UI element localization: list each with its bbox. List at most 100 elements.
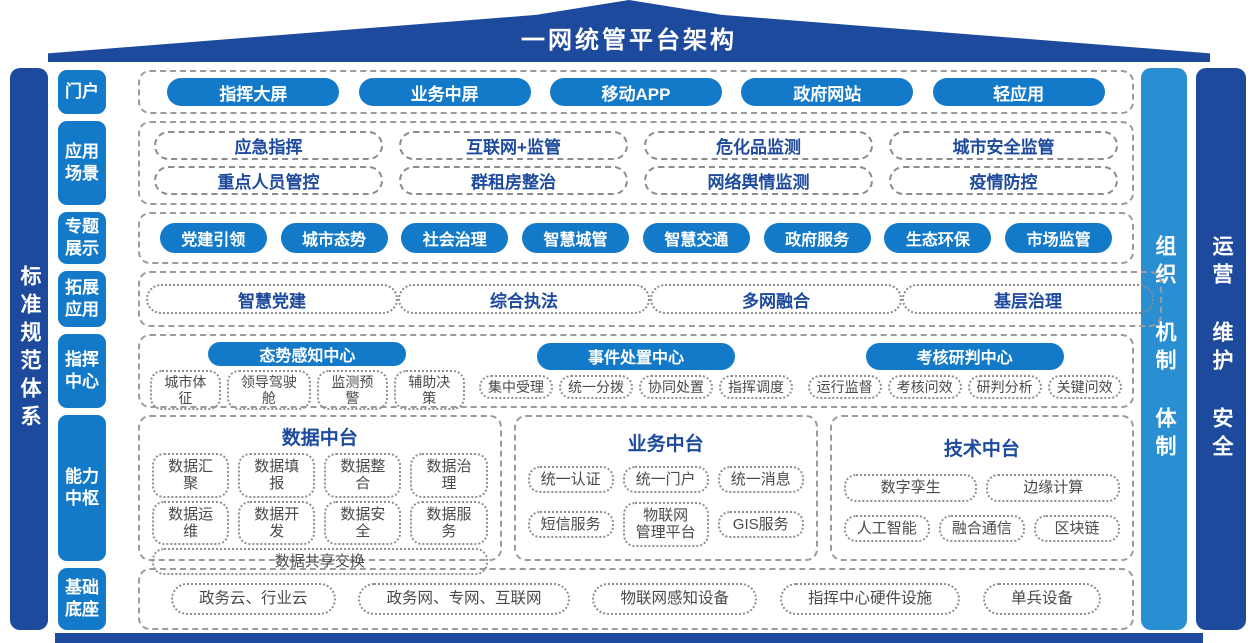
expand-body: 智慧党建综合执法多网融合基层治理 (138, 271, 1162, 327)
hub-item-pill: 数据共享交换 (152, 548, 488, 576)
command-item-pill: 关键问效 (1047, 374, 1122, 400)
row-label-base: 基础 底座 (58, 568, 106, 630)
hub-item-pill: 数据汇聚 (152, 453, 230, 498)
command-item-pill: 研判分析 (967, 374, 1042, 400)
command-center-items: 运行监督考核问效研判分析关键问效 (807, 374, 1122, 400)
platform-header: 业务中台 (627, 434, 704, 456)
topic-pill: 智慧交通 (642, 223, 750, 253)
base-item-pill: 单兵设备 (982, 583, 1101, 615)
command-item-pill: 集中受理 (479, 374, 553, 400)
scene-pill: 群租房整治 (399, 166, 628, 195)
scene-pill: 城市安全监管 (889, 131, 1118, 160)
command-center-header: 考核研判中心 (865, 342, 1064, 370)
hub-item-pill: 物联网 管理平台 (622, 502, 709, 547)
platform-box: 数据中台数据汇聚数据填报数据整合数据治理数据运维数据开发数据安全数据服务数据共享… (138, 415, 502, 576)
command-center-group: 态势感知中心城市体征领导驾驶舱监测预警辅助决策 (150, 342, 465, 411)
topic-pill: 党建引领 (159, 223, 267, 253)
hub-item-pill: 数据安全 (324, 500, 402, 545)
hub-item-pill: 边缘计算 (986, 474, 1121, 502)
expand-pill: 智慧党建 (146, 284, 398, 314)
hub-item-pill: 人工智能 (843, 515, 930, 543)
hub-item-pill: 数据运维 (152, 500, 230, 545)
platform-header: 技术中台 (943, 438, 1020, 460)
base-item-pill: 政务云、行业云 (170, 583, 336, 615)
row-label-scenes: 应用 场景 (58, 121, 106, 205)
portal-pill: 移动APP (549, 78, 722, 106)
row-capability-hub: 能力 中枢 数据中台数据汇聚数据填报数据整合数据治理数据运维数据开发数据安全数据… (58, 415, 1134, 576)
hub-item-pill: 短信服务 (527, 510, 614, 539)
scene-pill: 危化品监测 (644, 131, 873, 160)
command-body: 态势感知中心城市体征领导驾驶舱监测预警辅助决策事件处置中心集中受理统一分拨协同处… (138, 334, 1134, 411)
command-center-group: 考核研判中心运行监督考核问效研判分析关键问效 (807, 342, 1122, 400)
scene-pill: 网络舆情监测 (644, 166, 873, 195)
topic-pill: 生态环保 (884, 223, 992, 253)
command-item-pill: 辅助决策 (393, 370, 465, 411)
row-label-hub: 能力 中枢 (58, 415, 106, 561)
right-bar-operation: 运营 维护 安全 (1196, 68, 1246, 630)
left-bar-standards: 标准规范体系 (10, 68, 48, 630)
portal-pill: 轻应用 (932, 78, 1105, 106)
platform-row: 数据汇聚数据填报数据整合数据治理 (152, 453, 488, 498)
row-label-topics: 专题 展示 (58, 212, 106, 264)
row-infrastructure-base: 基础 底座 政务云、行业云政务网、专网、互联网物联网感知设备指挥中心硬件设施单兵… (58, 568, 1134, 630)
platform-row: 统一认证统一门户统一消息 (527, 465, 804, 493)
hub-item-pill: 数据整合 (324, 453, 402, 498)
command-item-pill: 领导驾驶舱 (226, 370, 311, 411)
scene-pill: 疫情防控 (889, 166, 1118, 195)
row-label-expand: 拓展 应用 (58, 271, 106, 327)
topic-pill: 智慧城管 (522, 223, 630, 253)
roof-banner: 一网统管平台架构 (48, 0, 1210, 62)
platform-row: 数据共享交换 (152, 548, 488, 576)
topic-pill: 政府服务 (763, 223, 871, 253)
hub-item-pill: 统一门户 (622, 465, 709, 493)
portal-pill: 业务中屏 (358, 78, 531, 106)
bottom-base-bar (55, 633, 1203, 643)
base-item-pill: 指挥中心硬件设施 (779, 583, 960, 615)
command-item-pill: 统一分拨 (559, 374, 633, 400)
topic-pill: 社会治理 (401, 223, 509, 253)
expand-pill: 基层治理 (902, 284, 1154, 314)
scene-pill: 应急指挥 (154, 131, 383, 160)
row-label-portal: 门户 (58, 70, 106, 114)
base-body: 政务云、行业云政务网、专网、互联网物联网感知设备指挥中心硬件设施单兵设备 (138, 568, 1134, 630)
scene-pill: 重点人员管控 (154, 166, 383, 195)
hub-body: 数据中台数据汇聚数据填报数据整合数据治理数据运维数据开发数据安全数据服务数据共享… (138, 415, 1134, 576)
expand-pill: 多网融合 (650, 284, 902, 314)
hub-item-pill: 数据填报 (238, 453, 316, 498)
hub-item-pill: 融合通信 (938, 515, 1025, 543)
platform-box: 技术中台数字孪生边缘计算人工智能融合通信区块链 (829, 415, 1134, 561)
base-item-pill: 物联网感知设备 (592, 583, 757, 615)
expand-pill: 综合执法 (398, 284, 650, 314)
base-item-pill: 政务网、专网、互联网 (358, 583, 570, 615)
hub-item-pill: 数据开发 (238, 500, 316, 545)
command-center-items: 城市体征领导驾驶舱监测预警辅助决策 (150, 370, 465, 411)
row-expand: 拓展 应用 智慧党建综合执法多网融合基层治理 (58, 271, 1162, 327)
command-item-pill: 监测预警 (316, 370, 388, 411)
command-item-pill: 运行监督 (807, 374, 882, 400)
platform-row: 短信服务物联网 管理平台 GIS服务 (527, 502, 804, 547)
row-topics: 专题 展示 党建引领城市态势社会治理智慧城管智慧交通政府服务生态环保市场监管 (58, 212, 1134, 264)
scenes-body: 应急指挥互联网+监管危化品监测城市安全监管重点人员管控群租房整治网络舆情监测疫情… (138, 121, 1134, 205)
row-scenes: 应用 场景 应急指挥互联网+监管危化品监测城市安全监管重点人员管控群租房整治网络… (58, 121, 1134, 205)
platform-title: 一网统管平台架构 (521, 27, 737, 54)
command-center-header: 态势感知中心 (208, 342, 407, 366)
platform-row: 人工智能融合通信区块链 (843, 515, 1120, 543)
hub-item-pill: 统一认证 (527, 465, 614, 493)
command-item-pill: 协同处置 (639, 374, 713, 400)
platform-row: 数字孪生边缘计算 (843, 474, 1121, 502)
hub-item-pill: GIS服务 (717, 510, 804, 539)
platform-header: 数据中台 (281, 428, 358, 449)
hub-item-pill: 统一消息 (717, 465, 804, 493)
command-item-pill: 考核问效 (887, 374, 962, 400)
right-bar-organization: 组织 机制 体制 (1141, 68, 1187, 630)
topic-pill: 城市态势 (280, 223, 388, 253)
hub-item-pill: 数据治理 (410, 453, 488, 498)
command-item-pill: 城市体征 (150, 370, 221, 411)
command-center-group: 事件处置中心集中受理统一分拨协同处置指挥调度 (479, 342, 794, 400)
platform-row: 数据运维数据开发数据安全数据服务 (152, 500, 488, 545)
